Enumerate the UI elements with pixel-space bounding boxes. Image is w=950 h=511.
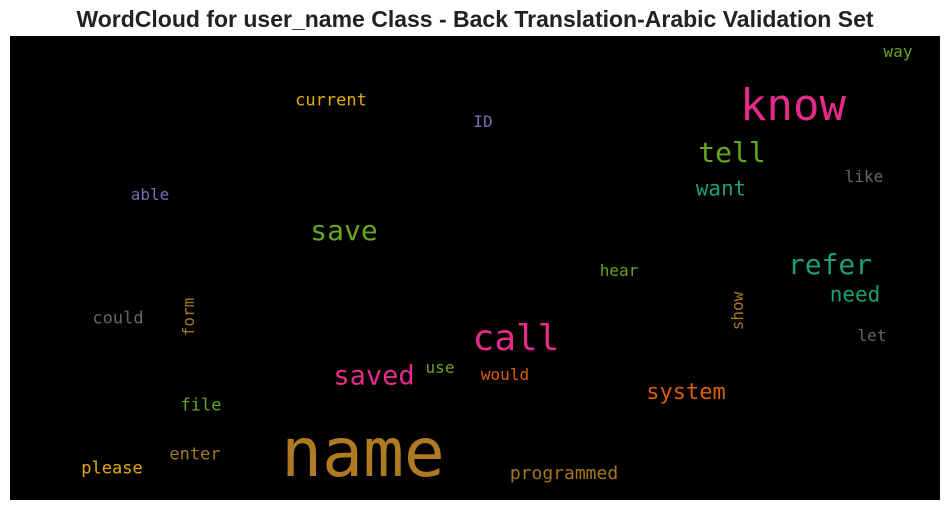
word-refer: refer	[787, 248, 873, 281]
word-could: could	[92, 308, 144, 329]
word-enter: enter	[169, 444, 221, 465]
word-call: call	[472, 318, 560, 359]
word-show: show	[728, 291, 747, 331]
word-form: form	[179, 297, 198, 337]
word-name: name	[281, 414, 445, 493]
word-know: know	[740, 80, 846, 131]
word-need: need	[829, 282, 881, 307]
word-current: current	[295, 90, 367, 111]
word-save: save	[310, 214, 378, 247]
chart-title: WordCloud for user_name Class - Back Tra…	[76, 6, 874, 32]
word-file: file	[180, 395, 222, 416]
word-way: way	[883, 42, 913, 61]
word-able: able	[130, 185, 170, 204]
word-like: like	[844, 167, 884, 186]
word-tell: tell	[698, 136, 766, 169]
word-let: let	[857, 326, 887, 345]
word-id: ID	[473, 112, 493, 131]
word-want: want	[695, 176, 747, 201]
word-hear: hear	[599, 261, 639, 280]
word-system: system	[646, 380, 726, 405]
word-saved: saved	[333, 360, 415, 392]
word-would: would	[480, 365, 530, 384]
word-please: please	[81, 458, 143, 479]
word-programmed: programmed	[509, 463, 619, 484]
wordcloud-canvas: name know call tell save refer saved system want…	[10, 36, 940, 500]
word-use: use	[425, 358, 455, 377]
